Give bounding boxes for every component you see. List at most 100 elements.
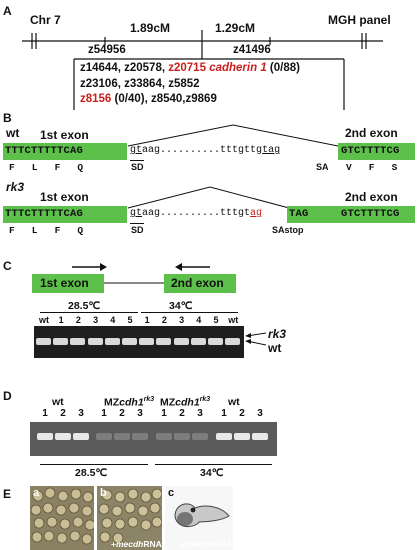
d-gel-band bbox=[114, 433, 130, 440]
d-lane-label: 2 bbox=[179, 408, 185, 419]
c-temp-right: 34℃ bbox=[169, 300, 193, 312]
d-temp-left: 28.5℃ bbox=[75, 467, 108, 479]
wt-exon1-aa: F L F Q bbox=[9, 162, 84, 173]
c-gel-band bbox=[87, 338, 103, 345]
rk3-intron-seq: gtaag..........tttgtag bbox=[130, 208, 263, 219]
rk3-label: rk3 bbox=[6, 180, 25, 194]
cadherin-gene-name: cadherin 1 bbox=[209, 62, 267, 74]
embryo-photo-a: a bbox=[30, 486, 94, 550]
d-lane-label: 3 bbox=[257, 408, 263, 419]
c-wt-band-label: wt bbox=[268, 341, 282, 355]
primer-exon2-label: 2nd exon bbox=[171, 276, 224, 290]
panel-d-label: D bbox=[3, 389, 12, 403]
d-lane-label: 3 bbox=[137, 408, 143, 419]
d-lane-label: 1 bbox=[101, 408, 107, 419]
c-band-arrows bbox=[245, 332, 267, 346]
wt-exon2-aa: V F S bbox=[346, 162, 398, 173]
d-group-label: MZcdh1rk3 bbox=[104, 396, 155, 409]
c-lane-label: 5 bbox=[213, 315, 219, 325]
panel-b-label: B bbox=[3, 111, 12, 125]
embryo-cluster-a bbox=[30, 487, 94, 545]
c-lane-label: 3 bbox=[93, 315, 99, 325]
primer-exon1-label: 1st exon bbox=[40, 276, 89, 290]
wt-exon1-box bbox=[3, 143, 127, 160]
c-lane-label: 4 bbox=[196, 315, 202, 325]
distance-left: 1.89cM bbox=[130, 21, 171, 35]
primer-exon2-box bbox=[164, 274, 236, 293]
d-group-label: MZcdh1rk3 bbox=[160, 396, 211, 409]
marker-list-line3: z8156 (0/40), z8540,z9869 bbox=[80, 93, 217, 105]
wt-exon2-box bbox=[338, 143, 415, 160]
c-gel-band bbox=[173, 338, 189, 345]
d-gel-band bbox=[132, 433, 148, 440]
sub-label-c: c bbox=[168, 487, 175, 499]
embryo-lateral-view bbox=[174, 503, 230, 527]
c-rk3-band-label: rk3 bbox=[268, 327, 287, 341]
c-gel-band bbox=[225, 338, 241, 345]
d-lane-label: 1 bbox=[221, 408, 227, 419]
c-gel-band bbox=[122, 338, 137, 345]
rk3-exon2-box bbox=[287, 206, 415, 223]
d-gel-band bbox=[37, 433, 53, 440]
embryo-photo-c: c +mecdhRNA bbox=[165, 486, 233, 550]
c-gel-band bbox=[139, 338, 155, 345]
c-gel-band bbox=[70, 338, 86, 345]
chromosome-label: Chr 7 bbox=[30, 13, 61, 27]
d-lane-label: 1 bbox=[42, 408, 48, 419]
c-lane-label: wt bbox=[228, 315, 239, 325]
d-lane-label: 1 bbox=[161, 408, 167, 419]
c-gel-band bbox=[53, 338, 69, 345]
exon2-title-rk3: 2nd exon bbox=[345, 190, 398, 204]
c-gel-band bbox=[208, 338, 223, 345]
exon1-title-wt: 1st exon bbox=[40, 128, 89, 142]
rk3-exon1-aa: F L F Q bbox=[9, 225, 84, 236]
linkage-map bbox=[22, 30, 383, 110]
d-gel-band bbox=[174, 433, 190, 440]
d-lane-label: 2 bbox=[239, 408, 245, 419]
sub-label-a: a bbox=[33, 487, 40, 499]
panel-c-label: C bbox=[3, 259, 12, 273]
c-lane-label: wt bbox=[39, 315, 49, 325]
rk3-stop-codon: TAG bbox=[289, 208, 309, 220]
c-lane-label: 4 bbox=[110, 315, 116, 325]
panel-a-label: A bbox=[3, 4, 12, 18]
d-group-label: wt bbox=[52, 396, 64, 408]
rk3-splice-donor: SD bbox=[131, 225, 144, 235]
rk3-splice-acceptor-stop: SAstop bbox=[272, 225, 304, 235]
d-gel-band bbox=[55, 433, 71, 440]
caption-b: +mecdhRNA bbox=[111, 539, 162, 549]
splice-diagram-lines bbox=[127, 124, 339, 209]
d-lane-label: 2 bbox=[119, 408, 125, 419]
d-gel-band bbox=[234, 433, 250, 440]
rk3-exon1-seq: TTTCTTTTTCAG bbox=[5, 208, 84, 220]
caption-c: +mecdhRNA bbox=[181, 539, 232, 549]
d-lane-label: 3 bbox=[197, 408, 203, 419]
d-gel-band bbox=[96, 433, 112, 440]
c-lane-label: 1 bbox=[58, 315, 64, 325]
distance-right: 1.29cM bbox=[215, 21, 256, 35]
c-lane-label: 1 bbox=[144, 315, 150, 325]
d-gel-band bbox=[216, 433, 232, 440]
wt-splice-donor: SD bbox=[131, 162, 144, 172]
marker-left: z54956 bbox=[88, 44, 126, 56]
exon1-title-rk3: 1st exon bbox=[40, 190, 89, 204]
embryo-photo-b: b +mecdhRNA bbox=[97, 486, 162, 550]
d-gel-band bbox=[156, 433, 172, 440]
marker-list-line1: z14644, z20578, z20715 cadherin 1 (0/88) bbox=[80, 62, 300, 74]
panel-name-label: MGH panel bbox=[328, 13, 391, 27]
rk3-exon2-seq: GTCTTTTCG bbox=[341, 208, 400, 220]
exon2-title-wt: 2nd exon bbox=[345, 126, 398, 140]
primer-diagram bbox=[72, 263, 210, 284]
d-gel-band bbox=[252, 433, 268, 440]
d-group-label: wt bbox=[228, 396, 240, 408]
c-lane-label: 5 bbox=[127, 315, 133, 325]
marker-list-line2: z23106, z33864, z5852 bbox=[80, 78, 200, 90]
c-lane-label: 3 bbox=[179, 315, 185, 325]
wt-intron-seq: gtaag..........tttgttgtag bbox=[130, 145, 281, 156]
c-gel-band bbox=[36, 338, 51, 345]
c-gel-band bbox=[104, 338, 120, 345]
d-gel-band bbox=[73, 433, 89, 440]
wt-exon1-seq: TTTCTTTTTCAG bbox=[5, 145, 84, 157]
d-gel-band bbox=[192, 433, 208, 440]
wt-splice-acceptor: SA bbox=[316, 162, 329, 172]
